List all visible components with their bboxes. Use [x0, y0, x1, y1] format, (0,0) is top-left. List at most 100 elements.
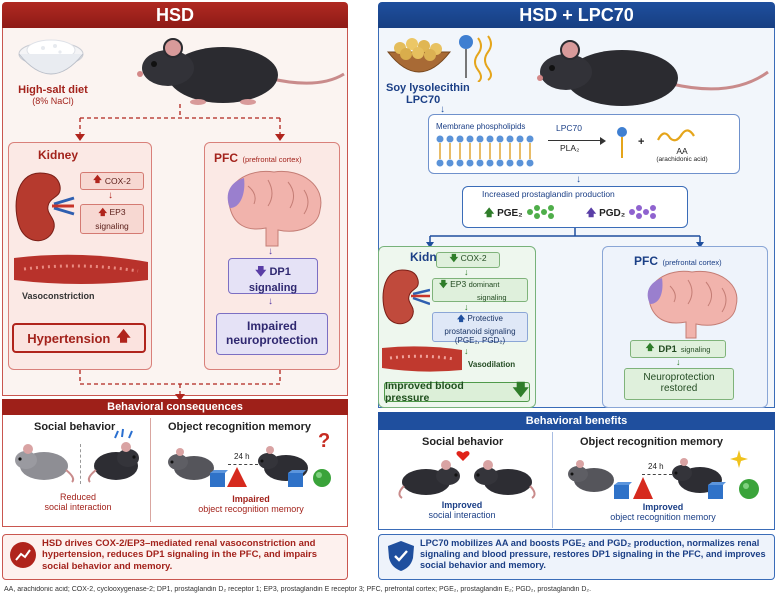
- hsd-ep3-pill: 🡅 EP3 signaling: [80, 204, 144, 234]
- diet-detail-text: (8% NaCl): [32, 96, 74, 106]
- hsd-neuro-line2: neuroprotection: [226, 333, 318, 347]
- question-mark-icon: ?: [318, 430, 331, 452]
- lpc-protect-pill: 🡅 Protective prostanoid signaling (PGE₂,…: [432, 312, 528, 345]
- up-arrow-icon: 🡅: [645, 342, 655, 352]
- kidney-icon: [15, 172, 75, 242]
- blood-vessel-icon: [382, 346, 462, 372]
- lpc-ep3-pill: 🡇 EP3 dominant signaling: [432, 278, 528, 302]
- lpc-pfc-title-text: PFC: [634, 254, 658, 268]
- down-arrow-icon: 🡇: [449, 253, 459, 263]
- lpc-header-text: HSD + LPC70: [519, 4, 634, 25]
- pgd2-text: PGD₂: [599, 208, 626, 219]
- lpc-dp1-pill: 🡅 DP1 signaling: [630, 340, 726, 358]
- up-arrow-icon: 🡅: [98, 207, 108, 217]
- hsd-object-caption: Impaired object recognition memory: [176, 494, 326, 515]
- hsd-pfc-title-detail: (prefrontal cortex): [242, 155, 302, 164]
- lpc-social-title: Social behavior: [422, 436, 504, 448]
- lpc-bp-box: Improved blood pressure 🡇: [384, 380, 530, 404]
- hsd-pfc-title: PFC (prefrontal cortex): [214, 149, 302, 167]
- lpc-ep3-dominant: dominant: [468, 280, 500, 289]
- down-arrow-icon: ↓: [464, 267, 469, 277]
- protect-1: Protective: [467, 314, 504, 323]
- hsd-social-caption-1: Reduced: [59, 492, 97, 502]
- hsd-cox2-text: COX-2: [104, 176, 131, 186]
- aa-detail: (arachidonic acid): [656, 156, 708, 163]
- hsd-object-caption-1: Impaired: [232, 494, 270, 504]
- object-ball-icon: [739, 479, 759, 499]
- up-arrow-icon: 🡅: [456, 314, 466, 323]
- mouse-icon: [568, 460, 614, 492]
- pge2-text: PGE₂: [497, 208, 523, 219]
- hsd-dp1-text: DP1: [269, 266, 291, 278]
- hsd-dp1-signaling: signaling: [248, 282, 298, 294]
- down-arrow-icon: ↓: [108, 190, 113, 201]
- hsd-behavior-header: Behavioral consequences: [2, 399, 348, 415]
- lpc-social-caption-2: social interaction: [428, 510, 496, 521]
- hsd-behavior-divider: [150, 418, 151, 522]
- membrane-arrow: [548, 140, 604, 141]
- lpc-split-arrows: [426, 228, 704, 248]
- lpc-social-caption-1: Improved: [441, 500, 483, 510]
- pge2-molecules-icon: [527, 205, 554, 219]
- down-arrow-icon: ↓: [268, 246, 273, 257]
- shield-icon: [388, 541, 414, 571]
- lpc-social-caption: Improved social interaction: [392, 500, 532, 521]
- object-cube-icon: [210, 470, 228, 487]
- down-arrow-icon: ↓: [268, 296, 273, 307]
- hsd-social-caption: Reduced social interaction: [10, 492, 146, 513]
- hsd-neuro-box: Impaired neuroprotection: [216, 313, 328, 355]
- hsd-summary-text: HSD drives COX-2/EP3–mediated renal vaso…: [42, 538, 318, 572]
- lpc-cox2-pill: 🡇 COX-2: [436, 252, 500, 268]
- warning-icon: [114, 428, 133, 439]
- lpc-object-caption-2: object recognition memory: [610, 512, 716, 523]
- lpc-pfc-title: PFC (prefrontal cortex): [634, 252, 722, 270]
- lipid-molecule-icon: [459, 35, 492, 82]
- separator-dashes: [80, 444, 81, 484]
- hsd-interval: 24 h: [234, 452, 250, 461]
- hsd-object-caption-2: object recognition memory: [198, 504, 304, 515]
- lpc-dp1-text: DP1: [658, 343, 677, 355]
- footnote: AA, arachidonic acid; COX-2, cyclooxygen…: [4, 586, 592, 593]
- lpc-ep3-text: EP3: [450, 279, 467, 289]
- pge2-label: 🡅 PGE₂: [484, 206, 523, 223]
- arrow-head: [600, 137, 606, 145]
- object-cube-icon: [288, 470, 306, 487]
- pgd2-molecules-icon: [629, 205, 656, 219]
- up-arrow-icon: 🡅: [586, 208, 597, 219]
- brain-icon: [227, 170, 322, 247]
- lpc-object-caption-1: Improved: [642, 502, 684, 512]
- down-arrow-icon: ↓: [576, 174, 581, 185]
- lpc-behavior-header-text: Behavioral benefits: [525, 415, 628, 427]
- lpc-neuro-2: restored: [660, 383, 698, 394]
- hsd-kidney-title: Kidney: [38, 148, 79, 162]
- object-pyramid-icon: [633, 477, 653, 499]
- membrane-pla2: PLA₂: [560, 143, 580, 153]
- down-arrow-icon: ↓: [440, 104, 445, 115]
- hsd-dp1-box: 🡇 DP1 signaling: [228, 258, 318, 294]
- brain-icon: [647, 270, 738, 339]
- hsd-behavior-header-text: Behavioral consequences: [107, 401, 243, 413]
- hsd-hypertension-box: Hypertension 🡅: [12, 323, 146, 353]
- salt-bowl-icon: [18, 39, 84, 75]
- mouse-icon: [474, 460, 536, 499]
- object-ball-icon: [313, 469, 331, 487]
- lpc-neuro-box: Neuroprotection restored: [624, 368, 734, 400]
- lpc-pfc-title-detail: (prefrontal cortex): [662, 258, 722, 267]
- object-pyramid-icon: [227, 467, 247, 487]
- kidney-icon: [382, 269, 430, 325]
- hsd-social-caption-2: social interaction: [44, 502, 112, 513]
- hsd-merge-arrows: [79, 370, 281, 401]
- supp-line2: LPC70: [406, 94, 441, 106]
- down-arrow-icon: 🡇: [512, 381, 529, 399]
- down-arrow-icon: ↓: [676, 357, 681, 367]
- blood-vessel-icon: [14, 254, 148, 284]
- dashed-arrow: [642, 474, 672, 475]
- hsd-pfc-title-text: PFC: [214, 151, 238, 165]
- down-arrow-icon: 🡇: [255, 266, 267, 278]
- lipid-molecule-icon: [617, 127, 627, 158]
- protect-2: prostanoid signaling: [444, 327, 516, 336]
- arachidonic-acid-icon: [657, 129, 695, 142]
- heart-icon: [456, 451, 470, 461]
- lpc-summary-box: [378, 534, 775, 580]
- hsd-social-title: Social behavior: [34, 421, 116, 433]
